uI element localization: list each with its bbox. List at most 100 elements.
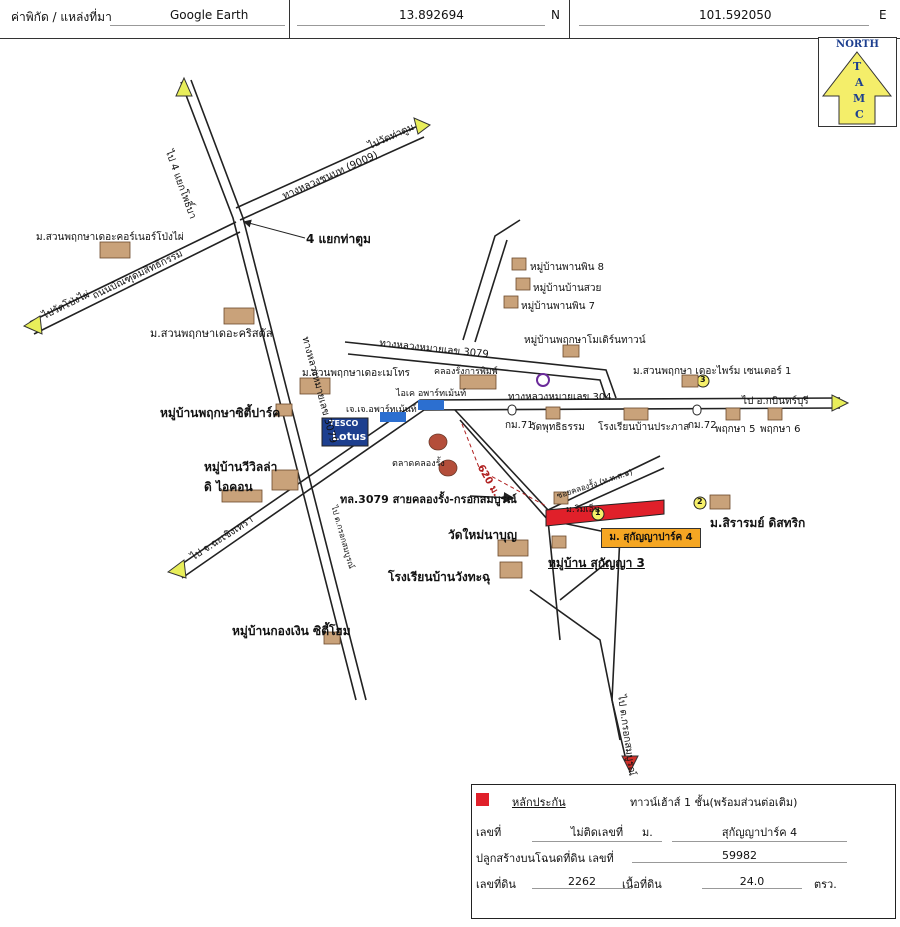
label-ithai: ไอเค อพาร์ทเม้นท์ xyxy=(396,389,467,399)
arrow-east-icon xyxy=(831,394,850,412)
label-school-prachasan: โรงเรียนบ้านประภาส xyxy=(598,422,690,433)
label-jj-apartment: เจ.เจ.อพาร์ทเม้นท์ xyxy=(346,405,417,415)
label-km71: กม.71 xyxy=(505,420,534,431)
label-to-kabin: ไป อ.กบินทร์บุรี xyxy=(742,396,809,407)
apartment-icons xyxy=(380,400,444,422)
marker-2-label: 2 xyxy=(697,497,703,506)
north-letter-4: C xyxy=(855,108,864,121)
legend-type: ทาวน์เฮ้าส์ 1 ชั้น(พร้อมส่วนต่อเติม) xyxy=(630,796,798,809)
house-icon xyxy=(725,407,741,421)
road-south-a xyxy=(547,519,561,641)
road-sw-a xyxy=(29,221,237,323)
km-post-icons xyxy=(507,404,702,416)
label-iconic: ดิ ไอคอน xyxy=(204,480,253,494)
road-9009-b xyxy=(239,136,425,221)
label-village8: หมู่บ้านพานพิน 8 xyxy=(530,262,604,273)
house-icon xyxy=(545,406,561,420)
house-icons xyxy=(99,241,783,645)
house-icon xyxy=(99,241,131,259)
label-pruksa-plus: หมู่บ้านพฤกษาโมเดิร์นทาวน์ xyxy=(524,335,646,346)
road-sw-b xyxy=(33,231,241,335)
house-icon xyxy=(709,494,731,510)
label-school-wang: โรงเรียนบ้านวังทะฉุ xyxy=(388,570,491,584)
distance-line xyxy=(461,423,547,507)
label-sukanya3: หมู่บ้าน สุกัญญา 3 xyxy=(548,556,645,570)
arrow-south-icon xyxy=(621,755,639,774)
legend-moo-label: ม. xyxy=(642,826,653,839)
house-icon xyxy=(681,374,699,388)
label-city-park: หมู่บ้านพฤกษาซิตี้ปาร์ค xyxy=(160,406,281,420)
road-village-2 xyxy=(474,239,508,343)
arrow-west-icon xyxy=(22,315,43,335)
legend-land-value: 2262 xyxy=(532,875,632,889)
arrow-north-icon xyxy=(175,76,193,97)
market-icon xyxy=(428,433,448,451)
header-cell-source: ค่าพิกัด / แหล่งที่มา Google Earth xyxy=(0,0,290,38)
legend-deed-label: ปลูกสร้างบนโฉนดที่ดิน เลขที่ xyxy=(476,852,614,865)
site-marker xyxy=(545,499,665,527)
label-suan-korner: ม.สวนพฤกษาเดอะคอร์เนอร์โป่งไผ่ xyxy=(36,232,184,243)
arrow-southwest-icon xyxy=(166,559,187,579)
coordinate-header: ค่าพิกัด / แหล่งที่มา Google Earth 13.89… xyxy=(0,0,900,39)
latitude-dir: N xyxy=(551,8,560,22)
numbered-markers xyxy=(591,374,710,521)
apartment-icon xyxy=(418,400,444,410)
legend-deed-value: 59982 xyxy=(632,849,847,863)
legend-area-value: 24.0 xyxy=(702,875,802,889)
label-village7: หมู่บ้านพานพิน 7 xyxy=(521,301,595,312)
marker-1-label: 1 xyxy=(595,508,601,517)
house-icon xyxy=(503,295,519,309)
km-post-icon xyxy=(692,404,702,416)
house-icon xyxy=(767,407,783,421)
road-3079-loop-a xyxy=(344,341,617,399)
road-9009-a xyxy=(235,124,421,209)
temple-icon xyxy=(497,539,529,557)
north-letter-3: M xyxy=(853,92,866,105)
km-post-icon xyxy=(507,404,517,416)
label-junction: 4 แยกท่าตูม xyxy=(306,232,371,246)
north-letter-1: T xyxy=(853,60,862,73)
latitude-value: 13.892694 xyxy=(399,8,464,22)
marker-2 xyxy=(693,496,707,510)
label-mrimen: ม.ริมเอ็น xyxy=(566,505,601,515)
legend-no-label: เลขที่ xyxy=(476,826,502,839)
road-3079-a xyxy=(180,81,357,701)
house-icon xyxy=(623,407,649,421)
header-cell-lat: 13.892694 N xyxy=(289,0,570,38)
house-icon xyxy=(551,535,567,549)
school-icon xyxy=(499,561,523,579)
north-indicator: NORTH T A M C xyxy=(818,37,897,127)
legend-moo-value: สุกัญญาปาร์ค 4 xyxy=(672,823,847,842)
label-suan-metro: ม.สวนพฤกษาเดอะเมโทร xyxy=(302,368,410,379)
legend-no-value: ไม่ติดเลขที่ xyxy=(532,823,662,842)
label-wat-mai: วัดใหม่นาบุญ xyxy=(448,528,517,542)
road-south-d xyxy=(559,559,611,601)
label-khlong-rong-kan: คลองรั้งการพิมพ์ xyxy=(434,367,498,377)
junction-pointer xyxy=(243,219,306,239)
label-pruksa5: พฤกษา 5 xyxy=(715,424,756,435)
lotus-label: Lotus xyxy=(332,430,367,443)
market-icon xyxy=(438,459,458,477)
label-villa: หมู่บ้านวีวิลล่า xyxy=(204,460,278,474)
coord-label: ค่าพิกัด / แหล่งที่มา xyxy=(11,10,112,24)
tesco-lotus-logo xyxy=(321,417,369,447)
gas-station-icon xyxy=(536,373,550,387)
apartment-icon xyxy=(380,412,406,422)
north-arrow-icon xyxy=(821,51,893,125)
direction-arrows xyxy=(22,76,850,579)
label-village-suan: หมู่บ้านบ้านสวย xyxy=(533,283,602,294)
house-icon xyxy=(515,277,531,291)
legend-area-label: เนื้อที่ดิน xyxy=(622,878,662,891)
house-icon xyxy=(511,257,527,271)
road-south-c xyxy=(529,589,621,741)
legend-area-unit: ตรว. xyxy=(814,878,837,891)
house-icon xyxy=(221,489,263,503)
house-icon xyxy=(323,631,341,645)
collateral-legend: หลักประกัน ทาวน์เฮ้าส์ 1 ชั้น(พร้อมส่วนต… xyxy=(471,784,896,919)
road-network xyxy=(29,79,841,761)
house-icon xyxy=(223,307,255,325)
source-value: Google Earth xyxy=(170,8,249,22)
label-wat-phutthatham: วัดพุทธิธรรม xyxy=(530,422,585,433)
marker-1 xyxy=(591,507,605,521)
market-icons xyxy=(428,433,458,477)
